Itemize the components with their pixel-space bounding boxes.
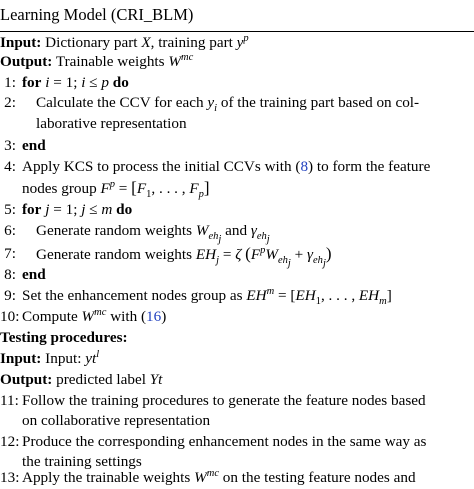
eq-ref-16[interactable]: 16 — [146, 308, 162, 325]
title-rule — [0, 31, 474, 32]
algorithm-box: Learning Model (CRI_BLM) Input: Dictiona… — [0, 5, 474, 486]
eq-ref-8[interactable]: 8 — [300, 158, 309, 175]
